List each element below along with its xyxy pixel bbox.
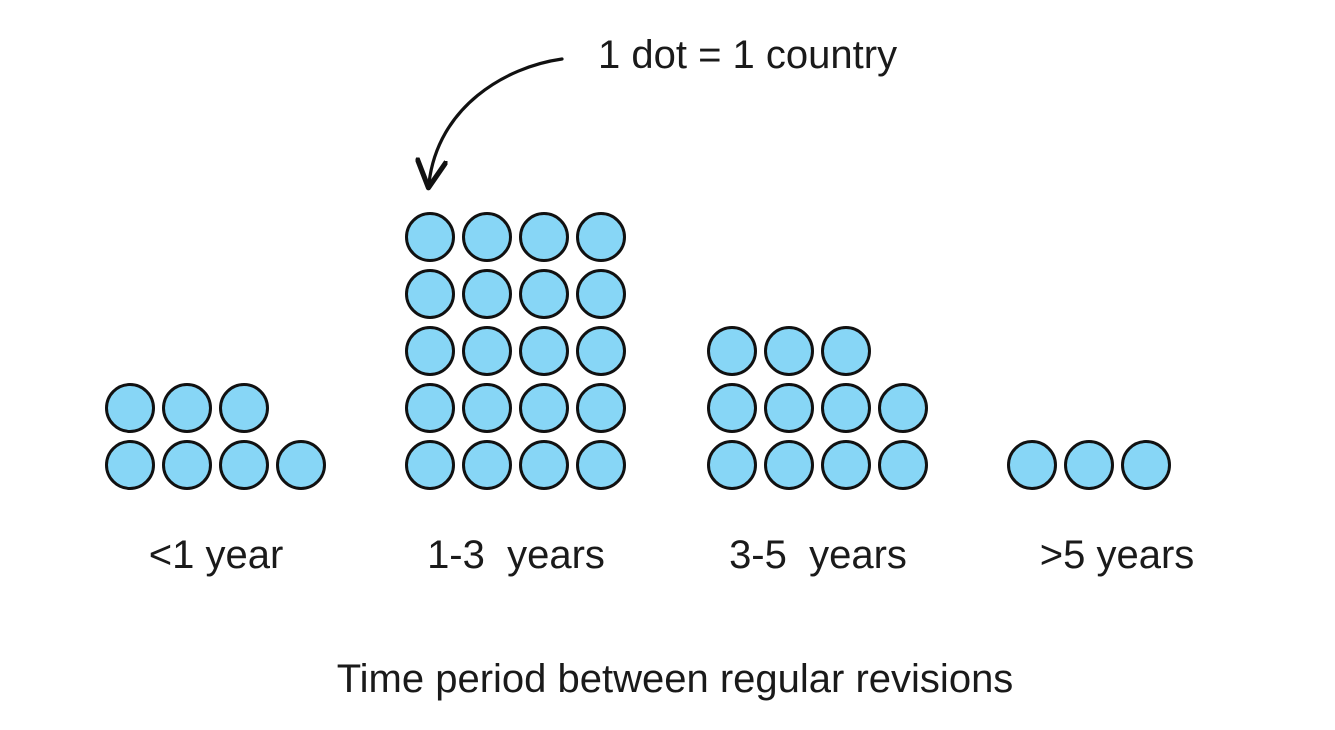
country-dot	[707, 326, 757, 376]
country-dot	[462, 326, 512, 376]
country-dot	[1064, 440, 1114, 490]
country-dot	[764, 383, 814, 433]
country-dot	[1007, 440, 1057, 490]
country-dot	[764, 440, 814, 490]
country-dot	[219, 440, 269, 490]
country-dot	[519, 383, 569, 433]
country-dot	[707, 383, 757, 433]
country-dot	[219, 383, 269, 433]
dot-row	[1007, 440, 1171, 490]
country-dot	[576, 440, 626, 490]
dot-row	[405, 383, 626, 433]
country-dot	[105, 383, 155, 433]
country-dot	[519, 440, 569, 490]
dot-row	[707, 383, 928, 433]
country-dot	[878, 440, 928, 490]
country-dot	[162, 440, 212, 490]
country-dot	[878, 383, 928, 433]
dot-row	[707, 440, 928, 490]
country-dot	[405, 326, 455, 376]
country-dot	[519, 269, 569, 319]
country-dot	[405, 440, 455, 490]
country-dot	[1121, 440, 1171, 490]
country-dot	[764, 326, 814, 376]
category-label-1-3-years: 1-3 years	[427, 533, 605, 577]
chart-title: Time period between regular revisions	[336, 657, 1014, 701]
country-dot	[405, 269, 455, 319]
country-dot	[821, 383, 871, 433]
country-dot	[462, 269, 512, 319]
dot-row	[105, 383, 269, 433]
curved-arrow-icon	[410, 57, 564, 210]
country-dot	[276, 440, 326, 490]
country-dot	[576, 326, 626, 376]
dot-column-gt-5-years	[1007, 440, 1171, 490]
dot-row	[405, 212, 626, 262]
country-dot	[821, 326, 871, 376]
country-dot	[462, 212, 512, 262]
dot-row	[405, 326, 626, 376]
dot-column-3-5-years	[707, 326, 928, 490]
country-dot	[162, 383, 212, 433]
country-dot	[576, 383, 626, 433]
dot-column-1-3-years	[405, 212, 626, 490]
country-dot	[821, 440, 871, 490]
country-dot	[105, 440, 155, 490]
country-dot	[462, 383, 512, 433]
category-label-3-5-years: 3-5 years	[729, 533, 907, 577]
country-dot	[519, 326, 569, 376]
country-dot	[519, 212, 569, 262]
country-dot	[405, 383, 455, 433]
dot-column-lt-1-year	[105, 383, 326, 490]
country-dot	[462, 440, 512, 490]
category-label-lt-1-year: <1 year	[148, 533, 284, 577]
country-dot	[707, 440, 757, 490]
dot-row	[405, 269, 626, 319]
country-dot	[576, 269, 626, 319]
legend-label: 1 dot = 1 country	[598, 33, 898, 77]
dot-row	[105, 440, 326, 490]
country-dot	[576, 212, 626, 262]
dot-row	[707, 326, 871, 376]
dot-row	[405, 440, 626, 490]
category-label-gt-5-years: >5 years	[1039, 533, 1195, 577]
country-dot	[405, 212, 455, 262]
